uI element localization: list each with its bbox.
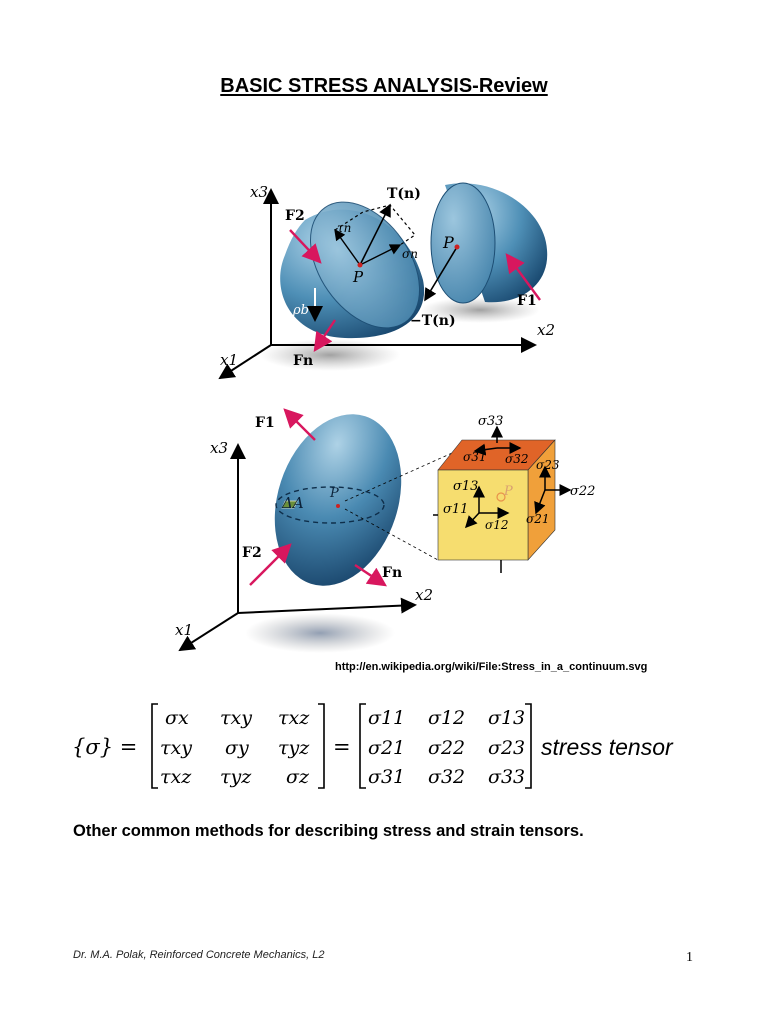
label-f1: F1 (255, 415, 275, 431)
matrix-a-cell: σy (225, 737, 249, 759)
axis-x2-label: x2 (537, 321, 555, 339)
label-traction: T(n) (387, 186, 421, 202)
axis-x3-label: x3 (250, 183, 268, 201)
equation-lhs: {σ} = (72, 735, 137, 759)
axis-x2-label: x2 (415, 586, 433, 604)
shadow-left (260, 339, 400, 371)
neg-traction-arrow (424, 246, 458, 302)
label-sigma-n: σn (402, 247, 418, 261)
force-fn-arrow (354, 564, 387, 587)
label-s32: σ32 (505, 452, 528, 466)
arrow-s31 (473, 443, 498, 456)
cut-face-right (430, 182, 496, 304)
axis-x1 (218, 344, 272, 380)
label-f2: F2 (242, 545, 262, 561)
source-url[interactable]: http://en.wikipedia.org/wiki/File:Stress… (335, 661, 648, 673)
label-f1: F1 (517, 293, 537, 309)
arrow-s11 (464, 512, 480, 529)
label-p-cube: P (503, 484, 513, 499)
matrix-b-cell: σ22 (428, 737, 465, 759)
matrix-a-cell: τxy (220, 707, 252, 729)
axis-x1-label: x1 (175, 621, 193, 639)
label-rho-b: ρb (292, 303, 309, 318)
label-s31: σ31 (463, 450, 486, 464)
arrow-s21 (534, 489, 546, 515)
label-p: P (329, 486, 339, 501)
matrix-a-cell: τxy (160, 737, 192, 759)
traction-arrow (359, 203, 391, 266)
matrix-b-cell: σ33 (488, 766, 525, 788)
matrix-a-cell: τxz (278, 707, 310, 729)
connector-top (344, 444, 471, 502)
normal-arrow (359, 244, 402, 266)
label-s22: σ22 (570, 484, 595, 499)
matrix-a-cell: σx (165, 707, 189, 729)
label-neg-traction: −T(n) (410, 313, 456, 329)
matrix-b-cell: σ32 (428, 766, 465, 788)
matrix-b-cell: σ12 (428, 707, 465, 729)
label-s23: σ23 (536, 458, 560, 472)
cube-front-face (437, 469, 529, 561)
area-patch (281, 500, 298, 509)
shear-arrow (334, 228, 361, 266)
label-s21: σ21 (526, 512, 549, 526)
matrix-a-cell: σz (286, 766, 310, 788)
label-s33: σ33 (478, 414, 503, 429)
figure-stress-cube: x3 x2 x1 F1 F2 Fn ΔA P σ33 σ31 σ32 σ23 σ… (175, 408, 595, 653)
matrix-a-cell: τxz (160, 766, 192, 788)
point-p-right (454, 244, 460, 250)
matrix-b-cell: σ31 (368, 766, 405, 788)
shadow-body (245, 613, 395, 653)
bracket-a-right (318, 703, 325, 789)
equation-equals: = (333, 735, 351, 759)
axis-x2 (237, 597, 417, 614)
label-fn: Fn (382, 565, 402, 581)
matrix-b-cell: σ13 (488, 707, 525, 729)
force-f1-arrow (283, 408, 316, 441)
shadow-right (420, 297, 540, 323)
page-number: 1 (686, 950, 693, 965)
page-title: BASIC STRESS ANALYSIS-Review (220, 75, 548, 97)
force-fn-arrow (313, 319, 336, 352)
subheading: Other common methods for describing stre… (73, 822, 584, 840)
footer-citation: Dr. M.A. Polak, Reinforced Concrete Mech… (73, 949, 325, 961)
label-tau-n: τn (337, 221, 351, 235)
axis-x1-label: x1 (220, 351, 238, 369)
label-s11: σ11 (443, 502, 468, 517)
label-p-right: P (442, 233, 454, 252)
label-f2: F2 (285, 208, 305, 224)
matrix-a-cell: τyz (220, 766, 252, 788)
point-p-left (357, 262, 363, 268)
matrix-b-cell: σ21 (368, 737, 405, 759)
label-s12: σ12 (485, 518, 508, 532)
label-fn: Fn (293, 353, 313, 369)
stress-tensor-label: stress tensor (541, 734, 673, 760)
cube-point-p (496, 492, 506, 502)
force-f1-arrow (505, 253, 541, 301)
stress-tensor-equation: {σ} = σx τxy τxz τxy σy τyz τxz τyz σz =… (72, 703, 532, 789)
force-f2-arrow (289, 229, 322, 264)
bracket-a-left (151, 703, 158, 789)
label-delta-a: ΔA (281, 494, 304, 512)
label-p-left: P (352, 268, 364, 286)
point-p (336, 504, 340, 508)
traction-parallelogram (334, 204, 416, 246)
matrix-a-cell: τyz (278, 737, 310, 759)
axis-x3-label: x3 (210, 439, 228, 457)
bracket-b-left (359, 703, 366, 789)
matrix-b-cell: σ23 (488, 737, 525, 759)
figure-stress-continuum-cut: x3 x2 x1 F2 F1 Fn T(n) −T(n) τn σn P P ρ… (218, 182, 555, 380)
cut-plane (275, 486, 385, 524)
body-ellipsoid (274, 414, 402, 586)
axis-x1 (178, 612, 239, 652)
matrix-b-cell: σ11 (368, 707, 405, 729)
label-s13: σ13 (453, 479, 478, 494)
bracket-b-right (525, 703, 532, 789)
force-f2-arrow (249, 543, 292, 586)
